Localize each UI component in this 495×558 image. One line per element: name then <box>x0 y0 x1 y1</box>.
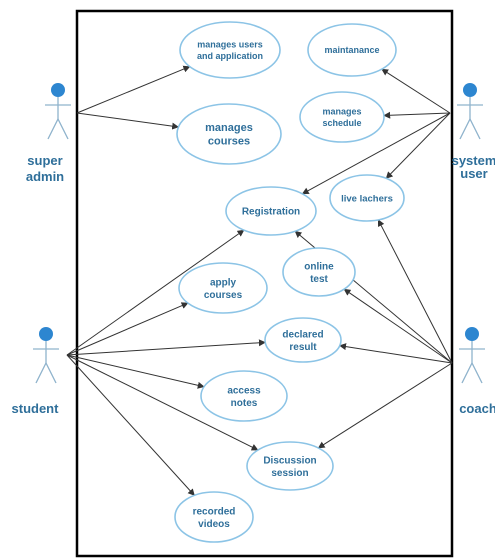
use-case-label: schedule <box>322 118 361 128</box>
association-student-registration <box>66 229 245 356</box>
use-case-ellipse <box>174 491 254 543</box>
actor-head-icon <box>465 327 479 341</box>
use-case-ellipse <box>225 186 317 236</box>
actor-label: admin <box>26 169 64 184</box>
use-case-access-notes[interactable]: access notes <box>200 370 288 422</box>
actor-label: coach <box>459 401 495 416</box>
association-student-declared_result <box>66 339 266 356</box>
association-super_admin-manages_courses <box>76 112 180 130</box>
use-case-label: Registration <box>242 207 300 218</box>
use-case-label: manages <box>322 107 361 117</box>
use-case-ellipse <box>299 91 385 143</box>
actor-left-leg <box>35 362 47 384</box>
use-case-ellipse <box>264 317 342 363</box>
use-case-maintenance[interactable]: maintanance <box>307 23 397 77</box>
use-case-label: videos <box>198 519 230 530</box>
use-case-label: maintanance <box>324 45 379 55</box>
use-case-label: courses <box>208 136 250 148</box>
actor-left-leg <box>461 362 473 384</box>
association-system_user-maintenance <box>381 68 451 114</box>
actor-right-leg <box>57 118 69 140</box>
actor-label: system <box>452 153 495 168</box>
use-case-registration[interactable]: Registration <box>225 186 317 236</box>
use-case-manages-courses[interactable]: manages courses <box>176 103 282 165</box>
use-case-declared-result[interactable]: declared result <box>264 317 342 363</box>
use-case-label: recorded <box>193 506 236 517</box>
use-case-label: courses <box>204 290 243 301</box>
actor-right-leg <box>45 362 57 384</box>
actor-left-leg <box>47 118 59 140</box>
association-coach-live_lectures <box>377 219 453 364</box>
actor-left-leg <box>459 118 471 140</box>
actor-label: super <box>27 153 62 168</box>
use-case-online-test[interactable]: online test <box>282 247 356 297</box>
association-coach-declared_result <box>339 343 453 364</box>
association-student-apply_courses <box>66 302 189 356</box>
use-case-ellipse <box>176 103 282 165</box>
association-coach-discussion_session <box>317 362 453 449</box>
use-case-label: manages users <box>197 40 263 50</box>
use-case-label: result <box>289 342 317 353</box>
use-case-ellipse <box>329 174 405 222</box>
association-system_user-registration <box>301 112 451 195</box>
use-case-label: session <box>271 468 308 479</box>
use-case-ellipse <box>200 370 288 422</box>
actor-head-icon <box>51 83 65 97</box>
association-student-access_notes <box>66 354 205 389</box>
use-case-label: apply <box>210 277 237 288</box>
use-case-ellipse <box>178 262 268 314</box>
use-case-label: Discussion <box>263 455 316 466</box>
use-case-label: declared <box>282 329 323 340</box>
association-student-discussion_session <box>66 354 259 451</box>
use-case-label: online <box>304 261 334 272</box>
use-case-ellipse <box>307 23 397 77</box>
use-case-label: test <box>310 274 328 285</box>
use-case-label: manages <box>205 122 253 134</box>
association-system_user-manages_schedule <box>383 111 451 119</box>
use-case-label: and application <box>197 51 263 61</box>
use-case-ellipse <box>282 247 356 297</box>
use-case-recorded-videos[interactable]: recorded videos <box>174 491 254 543</box>
use-case-label: access <box>227 385 261 396</box>
association-coach-online_test <box>343 288 453 364</box>
use-case-apply-courses[interactable]: apply courses <box>178 262 268 314</box>
association-super_admin-manage_users <box>76 65 191 114</box>
actor-right-leg <box>471 362 483 384</box>
actor-coach[interactable]: coach <box>459 327 495 416</box>
actor-student[interactable]: student <box>12 327 60 416</box>
use-case-live-lectures[interactable]: live lachers <box>329 174 405 222</box>
actor-label: student <box>12 401 60 416</box>
actor-head-icon <box>39 327 53 341</box>
use-case-ellipse <box>246 441 334 491</box>
actor-label: user <box>460 166 487 181</box>
use-case-label: notes <box>231 398 258 409</box>
association-lines <box>66 65 453 496</box>
use-case-ellipse <box>179 21 281 79</box>
actor-head-icon <box>463 83 477 97</box>
use-case-label: live lachers <box>341 193 393 204</box>
use-case-discussion-session[interactable]: Discussion session <box>246 441 334 491</box>
association-student-recorded_videos <box>66 354 195 496</box>
system-boundary <box>75 9 454 558</box>
actor-right-leg <box>469 118 481 140</box>
association-system_user-live_lectures <box>385 112 451 179</box>
